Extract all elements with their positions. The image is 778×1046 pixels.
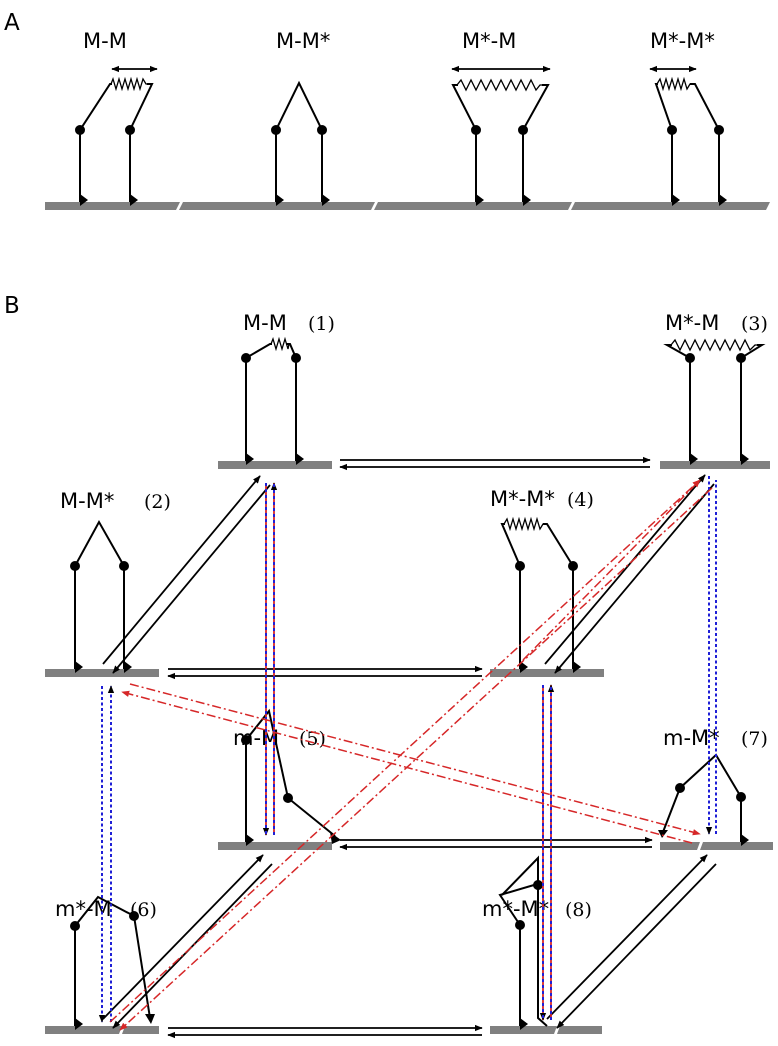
state-3-label: M*-M [665,311,719,335]
state-4-number: (4) [567,489,594,511]
red-dashdot-transitions [109,479,713,1031]
state-3-number: (3) [741,313,768,335]
panel-a-label-mstar-mstar: M*-M* [650,29,715,53]
red-blue-vertical-transitions [262,482,555,1021]
state-8-number: (8) [565,899,592,921]
blue-dotted-transitions [98,476,717,1023]
panel-a-label: A [4,10,20,36]
horizontal-transitions [167,456,653,1039]
state-1-number: (1) [308,313,335,335]
state-4-mstar-mstar: M*-M* (4) [490,487,594,673]
state-1-m-m: M-M (1) [241,311,335,465]
panel-a-label-m-m: M-M [83,29,127,53]
panel-a-state-m-mstar: M-M* [271,29,330,206]
state-2-number: (2) [144,491,171,513]
panel-a-label-m-mstar: M-M* [276,29,330,53]
state-8-mstar-mstar: m*-M* (8) [482,855,592,1030]
state-2-label: M-M* [60,489,114,513]
panel-a-state-mstar-mstar: M*-M* [649,29,727,206]
state-5-m-m: m-M (5) [233,708,341,846]
state-5-label: m-M [233,726,279,750]
diagonal-transitions [102,474,717,1029]
state-7-number: (7) [741,728,768,750]
state-4-label: M*-M* [490,487,555,511]
state-2-m-mstar: M-M* (2) [60,489,171,673]
panel-b-tracks [45,461,773,1034]
panel-b-label: B [4,293,20,319]
state-3-mstar-m: M*-M (3) [663,311,768,465]
state-1-label: M-M [243,311,287,335]
panel-a-state-mstar-m: M*-M [451,29,551,206]
state-7-label: m-M* [663,726,720,750]
panel-a-label-mstar-m: M*-M [462,29,516,53]
panel-a-state-m-m: M-M [75,29,158,206]
panel-a-track [45,202,770,210]
